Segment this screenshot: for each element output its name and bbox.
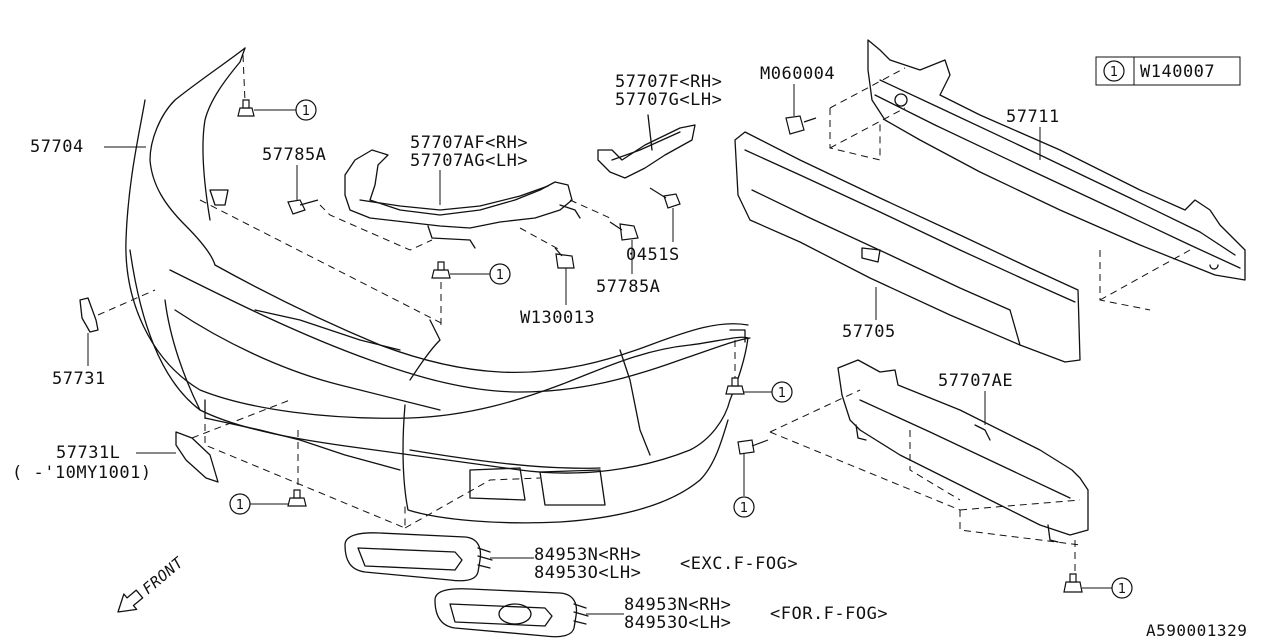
clip-right-side	[725, 377, 745, 395]
reflector-57731	[79, 297, 99, 333]
label-57731l: 57731L	[56, 443, 120, 463]
callout-1-d: 1	[229, 493, 251, 515]
svg-text:1: 1	[236, 498, 244, 513]
lower-beam-57707ae	[837, 359, 1089, 543]
clip-center	[431, 261, 451, 279]
label-57707ae: 57707AE	[938, 371, 1013, 391]
label-fog2-note: <FOR.F-FOG>	[770, 604, 888, 624]
label-57707g: 57707G<LH>	[615, 90, 722, 110]
label-fog1-note: <EXC.F-FOG>	[680, 554, 798, 574]
label-m060004: M060004	[760, 64, 835, 84]
label-57785a-bottom: 57785A	[596, 277, 660, 297]
diagram-code: A590001329	[1146, 621, 1247, 640]
svg-text:1: 1	[1110, 65, 1118, 80]
label-57707af: 57707AF<RH>	[410, 133, 528, 153]
label-0451s: 0451S	[626, 245, 680, 265]
clip-57707ae-bottom	[1063, 573, 1083, 593]
label-fog1-lh: 84953O<LH>	[534, 563, 641, 583]
label-57785a-top: 57785A	[262, 145, 326, 165]
legend-code: W140007	[1140, 62, 1215, 82]
label-fog2-rh: 84953N<RH>	[624, 595, 731, 615]
svg-text:1: 1	[778, 386, 786, 401]
clip-bottom-left	[287, 489, 307, 507]
legend-callout-symbol: 1	[1103, 60, 1125, 82]
label-57707f: 57707F<RH>	[615, 72, 722, 92]
front-direction-arrow: FRONT	[117, 553, 187, 613]
bumper-face-57704	[125, 47, 751, 524]
label-57704: 57704	[30, 137, 84, 157]
fog-cover-for-f-fog	[434, 588, 589, 638]
svg-text:1: 1	[496, 268, 504, 283]
bracket-57707af-ag	[344, 149, 581, 249]
callout-1-b: 1	[489, 263, 511, 285]
label-fog1-rh: 84953N<RH>	[534, 545, 641, 565]
screw-0451s	[649, 187, 681, 209]
label-57731: 57731	[52, 369, 106, 389]
callout-1-e: 1	[733, 496, 755, 518]
front-label: FRONT	[139, 553, 187, 598]
reflector-57731l	[175, 431, 219, 483]
svg-text:1: 1	[302, 104, 310, 119]
clip-57785a-top	[287, 199, 319, 215]
label-w130013: W130013	[520, 308, 595, 328]
clip-top-left	[237, 99, 255, 117]
label-fog2-lh: 84953O<LH>	[624, 613, 731, 633]
bolt-m060004	[785, 115, 817, 135]
clip-57707ae-left	[737, 439, 769, 455]
callout-1-c: 1	[771, 381, 793, 403]
bracket-57707f-g	[597, 114, 696, 179]
fog-cover-exc-f-fog	[344, 532, 493, 582]
label-57707ag: 57707AG<LH>	[410, 151, 528, 171]
svg-text:1: 1	[740, 501, 748, 516]
beam-57711	[867, 39, 1246, 281]
absorber-57705	[734, 131, 1081, 363]
clip-57785a-bottom	[609, 221, 639, 241]
svg-text:1: 1	[1118, 582, 1126, 597]
callout-1-f: 1	[1111, 577, 1133, 599]
label-57711: 57711	[1006, 107, 1060, 127]
clip-w130013	[554, 247, 575, 269]
label-57705: 57705	[842, 322, 896, 342]
label-57731l-note: ( -'10MY1001)	[12, 463, 152, 483]
legend-box: 1 W140007	[1095, 56, 1241, 86]
callout-1-a: 1	[295, 99, 317, 121]
